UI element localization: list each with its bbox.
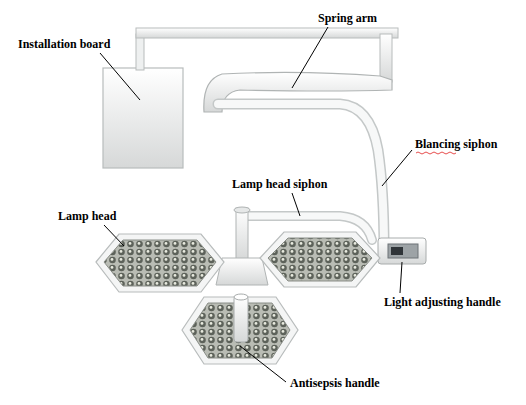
part-label: Blancing siphon bbox=[415, 137, 497, 151]
part-label: Lamp head bbox=[58, 209, 116, 223]
part-label: Light adjusting handle bbox=[384, 295, 501, 309]
part-label: Lamp head siphon bbox=[232, 177, 327, 191]
part-label: Spring arm bbox=[318, 11, 377, 25]
leader-lines bbox=[100, 27, 412, 382]
spellcheck-squiggle bbox=[416, 152, 456, 154]
part-label: Antisepsis handle bbox=[290, 376, 380, 390]
part-label: Installation board bbox=[18, 37, 110, 51]
